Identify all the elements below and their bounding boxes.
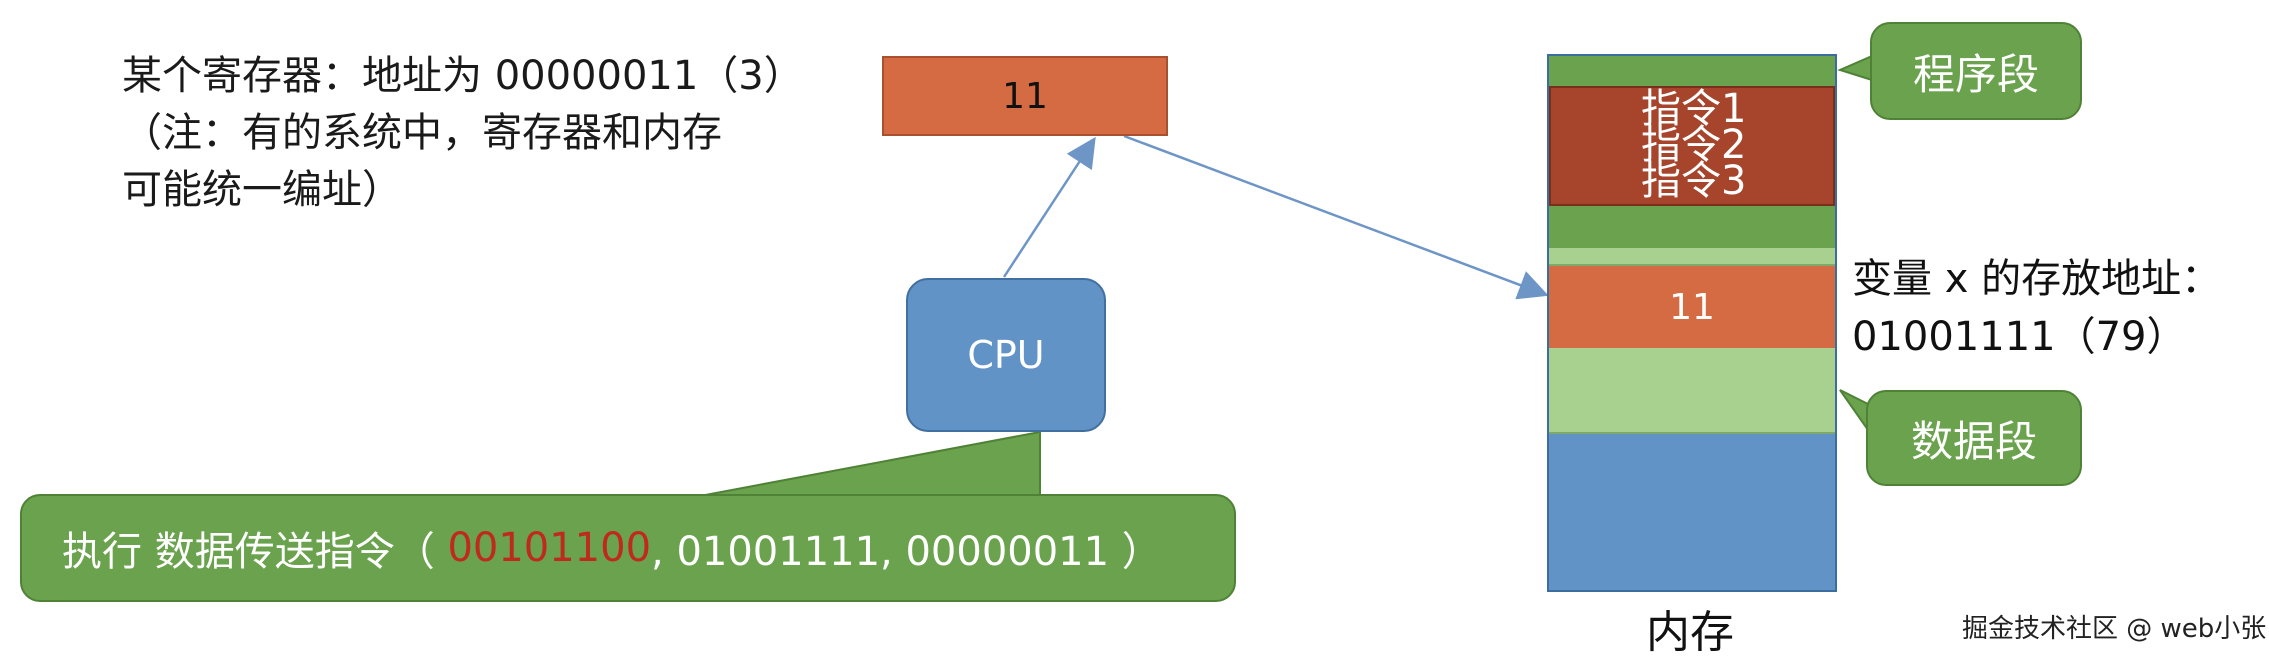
- data-segment-callout: 数据段: [1866, 390, 2082, 486]
- command-box: 执行 数据传送指令（ 00101100, 01001111, 00000011 …: [20, 494, 1236, 602]
- memory-label: 内存: [1646, 607, 1734, 658]
- program-segment-top: [1549, 56, 1835, 86]
- data-segment-top: [1549, 248, 1835, 266]
- watermark: 掘金技术社区 @ web小张: [1962, 614, 2267, 644]
- register-box: 11: [882, 56, 1168, 136]
- instruction-2: 指令2: [1641, 122, 1747, 168]
- variable-x-cell: 11: [1549, 266, 1835, 348]
- data-segment-bottom: [1549, 348, 1835, 434]
- cpu-box: CPU: [906, 278, 1106, 432]
- command-callout-tail: [699, 430, 1041, 497]
- program-segment-bottom: [1549, 206, 1835, 248]
- register-note: 某个寄存器：地址为 00000011（3） （注：有的系统中，寄存器和内存可能统一…: [122, 48, 862, 219]
- variable-address-label: 变量 x 的存放地址： 01001111（79）: [1852, 250, 2221, 366]
- command-prefix: 执行 数据传送指令（: [62, 529, 448, 575]
- cpu-to-register-arrow: [1002, 136, 1096, 278]
- register-note-line3: 可能统一编址）: [122, 167, 402, 213]
- instruction-3: 指令3: [1641, 158, 1747, 204]
- memory-block: 指令1 指令2 指令3 11: [1547, 54, 1837, 592]
- instruction-segment: 指令1 指令2 指令3: [1549, 86, 1835, 206]
- free-memory: [1549, 434, 1835, 590]
- variable-label-line1: 变量 x 的存放地址：: [1852, 256, 2222, 302]
- register-note-line1: 某个寄存器：地址为 00000011（3）: [122, 53, 804, 99]
- register-note-line2: （注：有的系统中，寄存器和内存: [122, 110, 722, 156]
- command-opcode: 00101100: [447, 525, 652, 571]
- variable-label-line2: 01001111（79）: [1852, 314, 2187, 360]
- program-callout-tail: [1837, 54, 1873, 82]
- register-to-memory-arrow: [1123, 134, 1549, 300]
- command-operands: , 01001111, 00000011 ）: [651, 529, 1162, 575]
- data-callout-tail: [1839, 389, 1869, 434]
- program-segment-callout: 程序段: [1870, 22, 2082, 120]
- instruction-1: 指令1: [1641, 86, 1747, 132]
